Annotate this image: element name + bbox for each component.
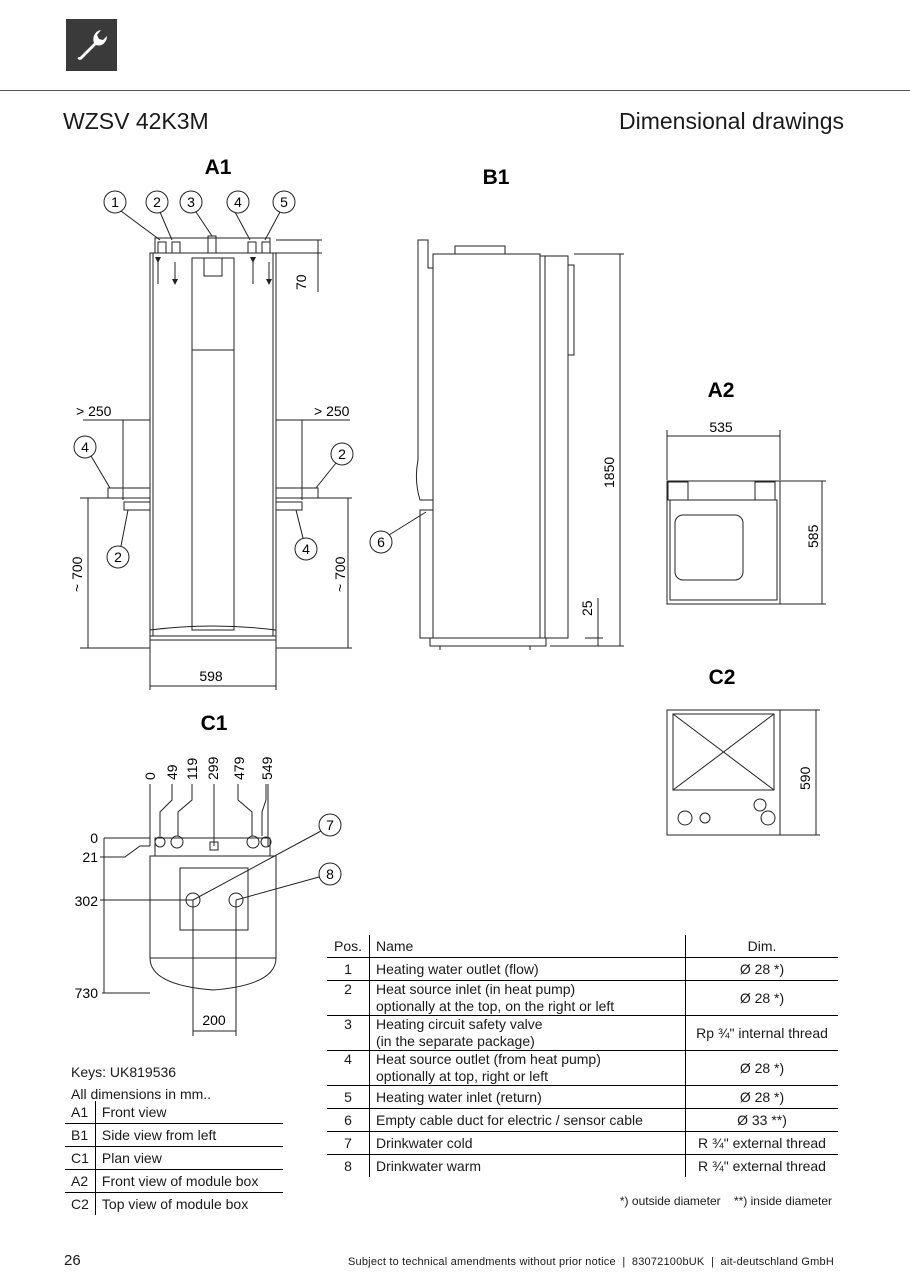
dimensional-drawings: A1 1 2 3 4 5 [69, 156, 826, 1036]
a2-width: 535 [709, 419, 733, 435]
c1-x-tick-49: 49 [164, 764, 180, 780]
a1-unit-front [73, 235, 354, 690]
a1-clear-left: > 250 [76, 403, 112, 419]
table-row: 6 Empty cable duct for electric / sensor… [327, 1108, 838, 1132]
footer-note: Subject to technical amendments without … [348, 1256, 834, 1268]
c1-y-tick-0: 0 [90, 830, 98, 846]
c1-x-tick-299: 299 [205, 756, 221, 780]
a1-callout-2: 2 [153, 194, 161, 210]
c2-title: C2 [709, 666, 736, 689]
a1-callout-right-upper: 2 [338, 446, 346, 462]
c1-x-tick-549: 549 [259, 756, 275, 780]
a1-width: 598 [199, 668, 223, 684]
a1-callout-left-lower: 2 [114, 549, 122, 565]
c2-module-top [666, 709, 820, 836]
table-row: 7 Drinkwater cold R ¾" external thread [327, 1131, 838, 1155]
header-pos: Pos. [327, 935, 370, 958]
table-row: 8 Drinkwater warm R ¾" external thread [327, 1154, 838, 1177]
a1-clear-right: > 250 [314, 403, 350, 419]
a1-callout-left-upper: 4 [81, 439, 89, 455]
keys-block: Keys: UK819536 All dimensions in mm.. [71, 1061, 211, 1105]
table-row: 4 Heat source outlet (from heat pump)opt… [327, 1050, 838, 1086]
a1-height-left: ~ 700 [69, 556, 85, 592]
table-row: 2 Heat source inlet (in heat pump)option… [327, 980, 838, 1016]
positions-table: Pos. Name Dim. 1 Heating water outlet (f… [327, 935, 838, 1177]
table-row: 1 Heating water outlet (flow) Ø 28 *) [327, 957, 838, 981]
a1-title: A1 [205, 156, 232, 179]
keys-unit-note: All dimensions in mm.. [71, 1086, 212, 1102]
b1-height: 1850 [601, 457, 617, 488]
page-number: 26 [64, 1252, 81, 1269]
b1-callout-6: 6 [377, 534, 385, 550]
a1-dim-top: 70 [293, 274, 309, 290]
table-row: 3 Heating circuit safety valve(in the se… [327, 1015, 838, 1051]
table-header-row: Pos. Name Dim. [327, 935, 838, 958]
table-row: 5 Heating water inlet (return) Ø 28 *) [327, 1085, 838, 1109]
c2-height: 590 [797, 766, 813, 790]
a2-height: 585 [805, 524, 821, 548]
a2-module-front [666, 430, 826, 605]
c1-y-tick-730: 730 [75, 985, 99, 1001]
c1-callout-7: 7 [326, 817, 334, 833]
wrench-icon [66, 19, 117, 71]
c1-width: 200 [202, 1012, 226, 1028]
c1-title: C1 [201, 712, 228, 735]
b1-unit-side [369, 239, 624, 650]
c1-x-tick-119: 119 [184, 757, 200, 780]
c1-x-tick-479: 479 [231, 756, 247, 780]
a1-callout-5: 5 [280, 194, 288, 210]
header-divider [0, 90, 910, 91]
a1-callout-1: 1 [111, 194, 119, 210]
a1-callout-right-lower: 4 [302, 541, 310, 557]
table-footnote: *) outside diameter **) inside diameter [619, 1194, 832, 1208]
a1-callouts-top [103, 190, 296, 241]
c1-callout-8: 8 [326, 866, 334, 882]
header-name: Name [369, 935, 686, 958]
a2-title: A2 [708, 379, 735, 402]
keys-code: Keys: UK819536 [71, 1064, 177, 1080]
header-dim: Dim. [685, 935, 838, 958]
section-title: Dimensional drawings [619, 108, 844, 134]
a1-callout-3: 3 [187, 194, 195, 210]
b1-title: B1 [483, 166, 510, 189]
c1-y-tick-302: 302 [75, 893, 99, 909]
a1-height-right: ~ 700 [332, 556, 348, 592]
a1-callout-4: 4 [234, 194, 242, 210]
c1-x-tick-0: 0 [142, 772, 158, 780]
c1-plan-view [100, 784, 342, 1036]
c1-y-tick-21: 21 [82, 849, 98, 865]
model-title: WZSV 42K3M [63, 108, 209, 134]
b1-foot: 25 [579, 600, 595, 616]
